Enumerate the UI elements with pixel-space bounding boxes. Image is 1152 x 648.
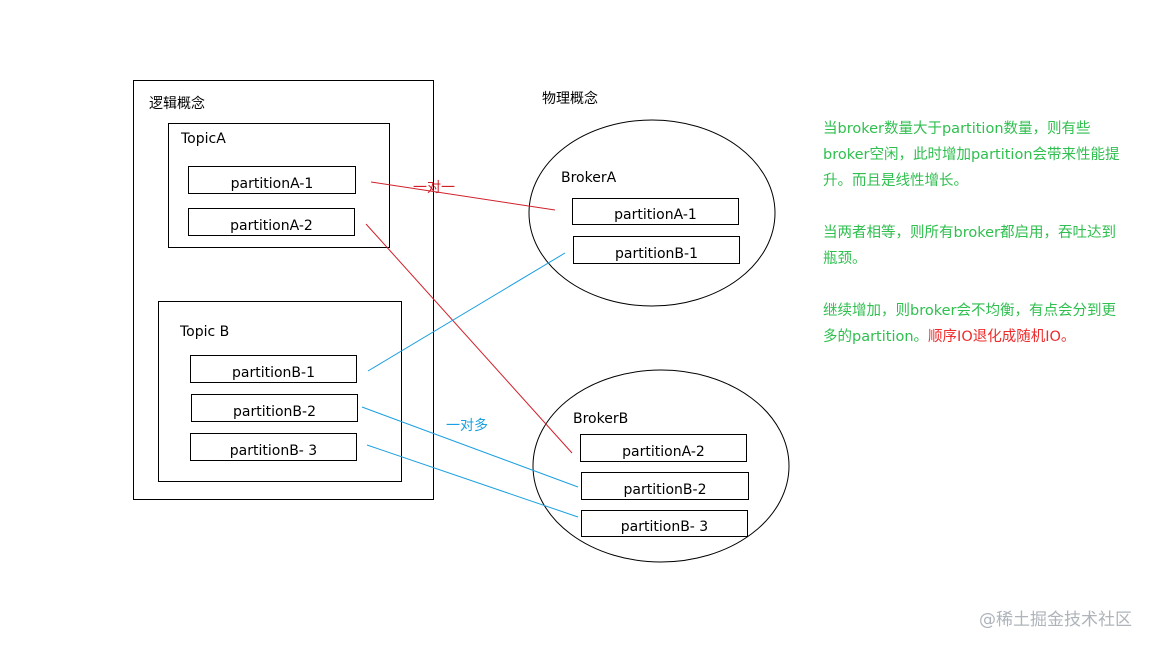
topic-a-partition-2: partitionA-2 xyxy=(188,208,355,236)
topic-a-box xyxy=(168,123,390,248)
broker-b-partition-1: partitionA-2 xyxy=(580,434,747,462)
topic-b-partition-3: partitionB- 3 xyxy=(190,433,357,461)
topic-b-partition-2: partitionB-2 xyxy=(191,394,358,422)
topic-a-title: TopicA xyxy=(181,131,226,147)
broker-b-partition-2: partitionB-2 xyxy=(581,472,749,500)
broker-a-partition-1: partitionA-1 xyxy=(572,198,739,225)
one-to-one-label: 一对一 xyxy=(413,180,455,196)
broker-b-ellipse xyxy=(532,369,790,563)
one-to-many-label: 一对多 xyxy=(446,418,488,434)
note-paragraph-3: 继续增加，则broker会不均衡，有点会分到更多的partition。顺序IO退… xyxy=(823,298,1123,350)
topic-b-title: Topic B xyxy=(180,324,230,340)
edge-a1-to-broker-a xyxy=(370,181,556,211)
logical-concept-title: 逻辑概念 xyxy=(149,96,205,112)
physical-concept-title: 物理概念 xyxy=(542,91,598,107)
edge-a2-to-broker-b xyxy=(365,223,573,454)
broker-a-ellipse xyxy=(528,119,776,307)
broker-a-title: BrokerA xyxy=(561,170,617,186)
edge-b2-to-broker-b xyxy=(361,406,579,488)
broker-a-partition-2: partitionB-1 xyxy=(573,236,740,264)
broker-b-partition-3: partitionB- 3 xyxy=(581,510,748,537)
topic-b-partition-1: partitionB-1 xyxy=(190,355,357,383)
edge-b1-to-broker-a xyxy=(367,252,566,372)
broker-b-title: BrokerB xyxy=(573,411,629,427)
topic-b-box xyxy=(158,301,402,482)
watermark: @稀土掘金技术社区 xyxy=(979,610,1132,630)
logical-concept-box xyxy=(133,80,434,500)
note-paragraph-2: 当两者相等，则所有broker都启用，吞吐达到瓶颈。 xyxy=(823,225,1116,267)
edge-b3-to-broker-b xyxy=(366,444,579,518)
note-paragraph-1: 当broker数量大于partition数量，则有些broker空闲，此时增加p… xyxy=(823,121,1120,189)
topic-a-partition-1: partitionA-1 xyxy=(188,166,356,194)
note-paragraph-3-highlight: 顺序IO退化成随机IO。 xyxy=(928,329,1076,345)
note-paragraph-3-text: 继续增加，则broker会不均衡，有点会分到更多的partition。 xyxy=(823,303,1116,345)
